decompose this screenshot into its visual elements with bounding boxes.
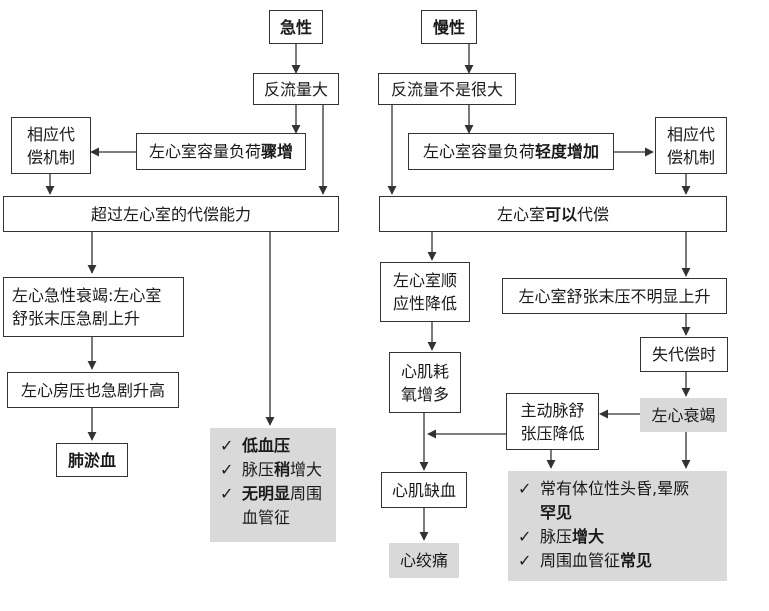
chronic-signs-list: ✓ 常有体位性头昏,晕厥 罕见 ✓ 脉压增大 ✓ 周围血管征常见 [508, 471, 727, 581]
acute-comp-box: 相应代偿机制 [11, 117, 91, 174]
chronic-compliance-box: 左心室顺应性降低 [380, 262, 470, 322]
chronic-regurg: 反流量不是很大 [390, 79, 503, 99]
check-icon: ✓ [518, 479, 532, 498]
chronic-can-box: 左心室可以代偿 [379, 196, 727, 232]
chronic-aortic: 主动脉舒张压降低 [520, 400, 585, 443]
chronic-can-a: 左心室 [496, 204, 545, 224]
check-icon: ✓ [220, 484, 234, 503]
check-icon: ✓ [220, 460, 234, 479]
chronic-ischemia: 心肌缺血 [391, 480, 456, 500]
acute-exceed: 超过左心室的代偿能力 [90, 204, 251, 224]
chronic-o2-box: 心肌耗氧增多 [389, 352, 461, 413]
acute-sign-item: ✓ 脉压稍增大 [220, 458, 326, 482]
acute-load-box: 左心室容量负荷骤增 [136, 133, 306, 170]
chronic-can-c: 代偿 [577, 204, 610, 224]
chronic-decomp: 失代偿时 [651, 345, 716, 364]
acute-failure: 左心急性衰竭:左心室舒张末压急剧上升 [12, 286, 162, 328]
chronic-regurg-box: 反流量不是很大 [378, 73, 516, 105]
acute-exceed-box: 超过左心室的代偿能力 [3, 196, 339, 232]
acute-sign-item: ✓ 无明显周围 [220, 482, 326, 506]
acute-failure-box: 左心急性衰竭:左心室舒张末压急剧上升 [3, 277, 184, 337]
chronic-lhf: 左心衰竭 [651, 405, 716, 425]
acute-la-box: 左心房压也急剧升高 [7, 372, 179, 408]
check-icon: ✓ [518, 551, 532, 570]
chronic-o2: 心肌耗氧增多 [400, 361, 449, 404]
chronic-angina-box: 心绞痛 [389, 543, 459, 578]
chronic-aortic-box: 主动脉舒张压降低 [506, 393, 599, 450]
chronic-can-b: 可以 [544, 204, 577, 224]
chronic-comp: 相应代偿机制 [666, 124, 715, 167]
acute-load-a: 左心室容量负荷 [148, 142, 261, 161]
chronic-title: 慢性 [432, 17, 465, 37]
acute-la: 左心房压也急剧升高 [20, 380, 165, 400]
acute-lung: 肺淤血 [67, 450, 116, 470]
acute-title: 急性 [279, 17, 312, 37]
acute-lung-box: 肺淤血 [56, 443, 128, 477]
chronic-ischemia-box: 心肌缺血 [381, 472, 467, 508]
chronic-sign-continuation: 罕见 [540, 503, 573, 522]
check-icon: ✓ [220, 436, 234, 455]
chronic-decomp-box: 失代偿时 [640, 337, 728, 372]
acute-sign-continuation: 血管征 [242, 508, 291, 527]
chronic-edp: 左心室舒张末压不明显上升 [518, 286, 711, 306]
acute-title-box: 急性 [269, 10, 323, 44]
chronic-comp-box: 相应代偿机制 [655, 117, 727, 174]
acute-load-b: 骤增 [261, 142, 294, 161]
chronic-compliance: 左心室顺应性降低 [392, 271, 457, 313]
acute-regurg-box: 反流量大 [253, 73, 339, 105]
chronic-load-b: 轻度增加 [535, 142, 600, 161]
acute-sign-item: ✓ 低血压 [220, 434, 326, 458]
acute-signs-list: ✓ 低血压 ✓ 脉压稍增大 ✓ 无明显周围 血管征 [210, 428, 336, 542]
acute-comp: 相应代偿机制 [26, 124, 75, 167]
check-icon: ✓ [518, 527, 532, 546]
chronic-title-box: 慢性 [421, 10, 477, 44]
chronic-sign-item: ✓ 周围血管征常见 [518, 549, 717, 573]
acute-regurg: 反流量大 [263, 79, 328, 99]
chronic-edp-box: 左心室舒张末压不明显上升 [502, 278, 727, 314]
chronic-sign-item: ✓ 脉压增大 [518, 525, 717, 549]
chronic-load-box: 左心室容量负荷轻度增加 [408, 133, 614, 170]
chronic-lhf-box: 左心衰竭 [640, 398, 727, 432]
chronic-angina: 心绞痛 [399, 551, 448, 570]
chronic-load-a: 左心室容量负荷 [422, 142, 535, 161]
chronic-sign-item: ✓ 常有体位性头昏,晕厥 [518, 477, 717, 501]
